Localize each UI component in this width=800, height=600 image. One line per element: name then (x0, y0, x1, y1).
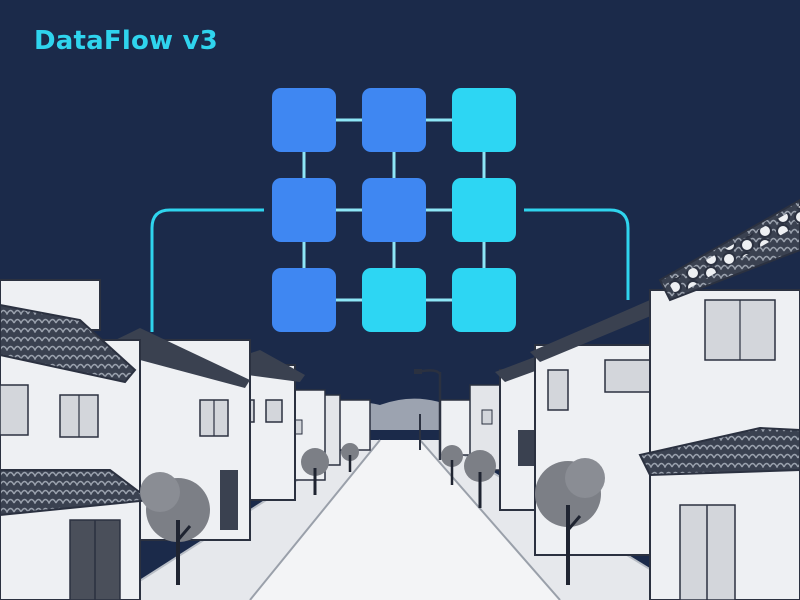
node-grid-icon (150, 88, 630, 332)
network-node (452, 178, 516, 242)
street-lamps (414, 369, 442, 460)
network-node (452, 268, 516, 332)
network-node (272, 178, 336, 242)
connector-right (524, 208, 630, 300)
connector-left (150, 208, 264, 332)
trees (140, 443, 605, 585)
network-node (272, 268, 336, 332)
network-node (272, 88, 336, 152)
network-node (362, 268, 426, 332)
network-node (362, 178, 426, 242)
network-node (362, 88, 426, 152)
right-buildings (439, 198, 800, 600)
app-title: DataFlow v3 (34, 26, 218, 56)
network-node (452, 88, 516, 152)
